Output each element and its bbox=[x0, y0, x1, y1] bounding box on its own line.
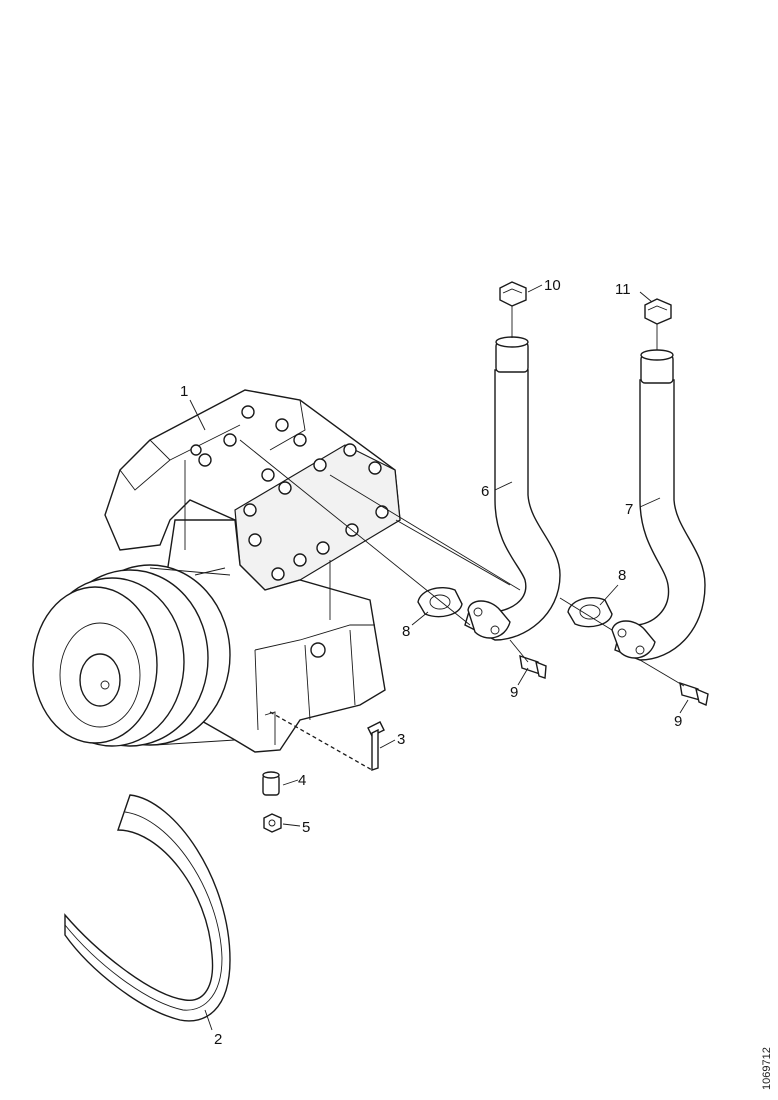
figure-reference: 1069712 bbox=[761, 1047, 773, 1090]
screw-9-left bbox=[519, 654, 547, 679]
assembly-lines bbox=[239, 439, 685, 687]
callout-9-left: 9 bbox=[510, 684, 518, 701]
callout-8-left: 8 bbox=[402, 623, 410, 640]
pulley bbox=[32, 564, 236, 747]
callout-6: 6 bbox=[481, 483, 489, 500]
callout-11: 11 bbox=[615, 281, 631, 298]
bolt-3 bbox=[269, 711, 385, 771]
head-bolts bbox=[190, 405, 389, 581]
callout-7: 7 bbox=[625, 501, 633, 518]
hose-6 bbox=[464, 281, 561, 641]
compressor-body bbox=[104, 389, 401, 753]
leader-lines bbox=[189, 284, 689, 1031]
callout-1: 1 bbox=[180, 383, 188, 400]
callout-5: 5 bbox=[302, 819, 310, 836]
callouts: 1 2 3 4 5 6 7 8 8 9 9 10 11 bbox=[180, 277, 682, 1048]
nut-5 bbox=[263, 813, 282, 833]
callout-8-right: 8 bbox=[618, 567, 626, 584]
drive-belt-2 bbox=[64, 794, 231, 1022]
callout-3: 3 bbox=[397, 731, 405, 748]
callout-2: 2 bbox=[214, 1031, 222, 1048]
gasket-8-left bbox=[417, 586, 463, 618]
callout-4: 4 bbox=[298, 772, 306, 789]
hose-7 bbox=[611, 298, 706, 661]
gasket-8-right bbox=[567, 596, 613, 628]
spacer-4 bbox=[262, 771, 280, 796]
callout-10: 10 bbox=[544, 277, 561, 294]
callout-9-right: 9 bbox=[674, 713, 682, 730]
screw-9-right bbox=[679, 681, 709, 706]
